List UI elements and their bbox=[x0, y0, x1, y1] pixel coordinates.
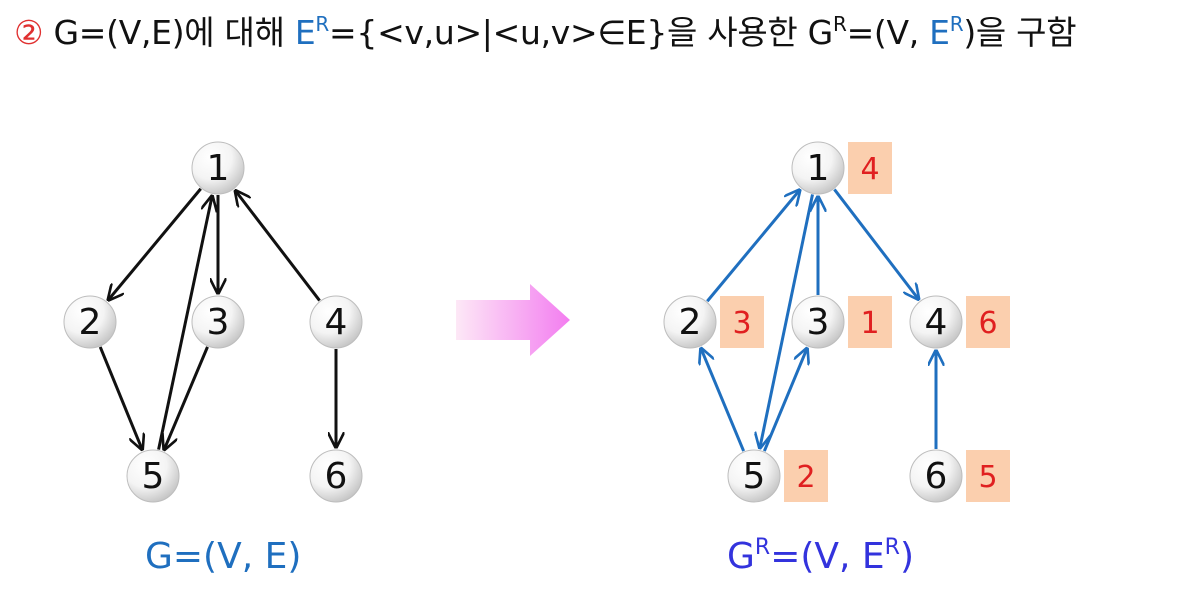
original-edge-4-1 bbox=[236, 191, 321, 302]
original-node-label-3: 3 bbox=[207, 302, 230, 343]
original-node-4 bbox=[309, 295, 363, 349]
reversed-node-label-4: 4 bbox=[925, 302, 948, 343]
order-label-box-1 bbox=[848, 142, 892, 194]
original-node-label-6: 6 bbox=[325, 456, 348, 497]
original-node-1 bbox=[191, 141, 245, 195]
title-er2: ER bbox=[929, 13, 963, 52]
reversed-node-1 bbox=[791, 141, 845, 195]
reversed-node-2 bbox=[663, 295, 717, 349]
order-label-6: 5 bbox=[978, 460, 997, 495]
title-er: ER bbox=[295, 13, 329, 52]
title-gr-sup: R bbox=[832, 12, 847, 36]
step-marker: ② bbox=[14, 13, 44, 52]
reversed-node-6 bbox=[909, 449, 963, 503]
original-edge-1-2 bbox=[109, 187, 202, 300]
caption-sup1: R bbox=[754, 535, 771, 560]
transform-arrow bbox=[456, 284, 570, 356]
caption-sup2: R bbox=[884, 535, 900, 560]
title-er-sup: R bbox=[315, 12, 330, 36]
original-nodes: 1 2 3 4 5 6 bbox=[63, 141, 363, 503]
caption-mid: =(V, E bbox=[770, 536, 885, 577]
order-label-box-5 bbox=[784, 450, 828, 502]
reversed-edges bbox=[701, 188, 936, 452]
reversed-node-label-3: 3 bbox=[807, 302, 830, 343]
original-graph-caption: G=(V, E) bbox=[145, 536, 302, 577]
original-node-label-1: 1 bbox=[207, 148, 230, 189]
original-node-2 bbox=[63, 295, 117, 349]
original-node-label-4: 4 bbox=[325, 302, 348, 343]
order-label-3: 1 bbox=[860, 306, 879, 341]
reversed-node-label-5: 5 bbox=[743, 456, 766, 497]
original-node-label-5: 5 bbox=[142, 456, 165, 497]
reversed-edge-5-3 bbox=[762, 349, 807, 452]
original-edge-2-5 bbox=[98, 346, 142, 449]
order-label-4: 6 bbox=[978, 306, 997, 341]
title-er2-sup: R bbox=[949, 12, 964, 36]
order-label-box-6 bbox=[966, 450, 1010, 502]
original-node-5 bbox=[126, 449, 180, 503]
title-part3: =(V, bbox=[846, 13, 930, 52]
caption-end: ) bbox=[899, 536, 915, 577]
reversed-node-5 bbox=[727, 449, 781, 503]
title-er2-base: E bbox=[929, 13, 950, 52]
reversed-node-3 bbox=[791, 295, 845, 349]
title-part1: G=(V,E)에 대해 bbox=[53, 13, 295, 52]
order-label-2: 3 bbox=[732, 306, 751, 341]
reversed-node-label-2: 2 bbox=[679, 302, 702, 343]
title-part4: )을 구함 bbox=[963, 13, 1077, 52]
reversed-edge-2-1 bbox=[706, 190, 799, 303]
reversed-edge-1-5 bbox=[760, 194, 814, 447]
order-label-box-4 bbox=[966, 296, 1010, 348]
order-label-box-3 bbox=[848, 296, 892, 348]
title-er-base: E bbox=[294, 13, 316, 52]
order-label-5: 2 bbox=[796, 460, 815, 495]
reversed-graph-caption: GR=(V, ER) bbox=[727, 536, 914, 577]
reversed-edge-5-2 bbox=[701, 349, 746, 452]
order-label-box-2 bbox=[720, 296, 764, 348]
order-label-1: 4 bbox=[860, 152, 879, 187]
title-part2: ={<v,u>|<u,v>∈E}을 사용한 G bbox=[329, 13, 833, 52]
original-node-3 bbox=[191, 295, 245, 349]
caption-g: G bbox=[727, 536, 755, 577]
original-node-6 bbox=[309, 449, 363, 503]
reversed-node-label-1: 1 bbox=[807, 148, 830, 189]
slide-title: ② G=(V,E)에 대해 ER={<v,u>|<u,v>∈E}을 사용한 GR… bbox=[14, 6, 1077, 54]
reversed-node-label-6: 6 bbox=[925, 456, 948, 497]
original-node-label-2: 2 bbox=[79, 302, 102, 343]
original-edge-3-5 bbox=[164, 346, 209, 449]
original-edges bbox=[98, 187, 336, 450]
original-edge-5-1 bbox=[157, 196, 212, 450]
reversed-node-4 bbox=[909, 295, 963, 349]
reversed-edge-1-4 bbox=[833, 188, 918, 299]
